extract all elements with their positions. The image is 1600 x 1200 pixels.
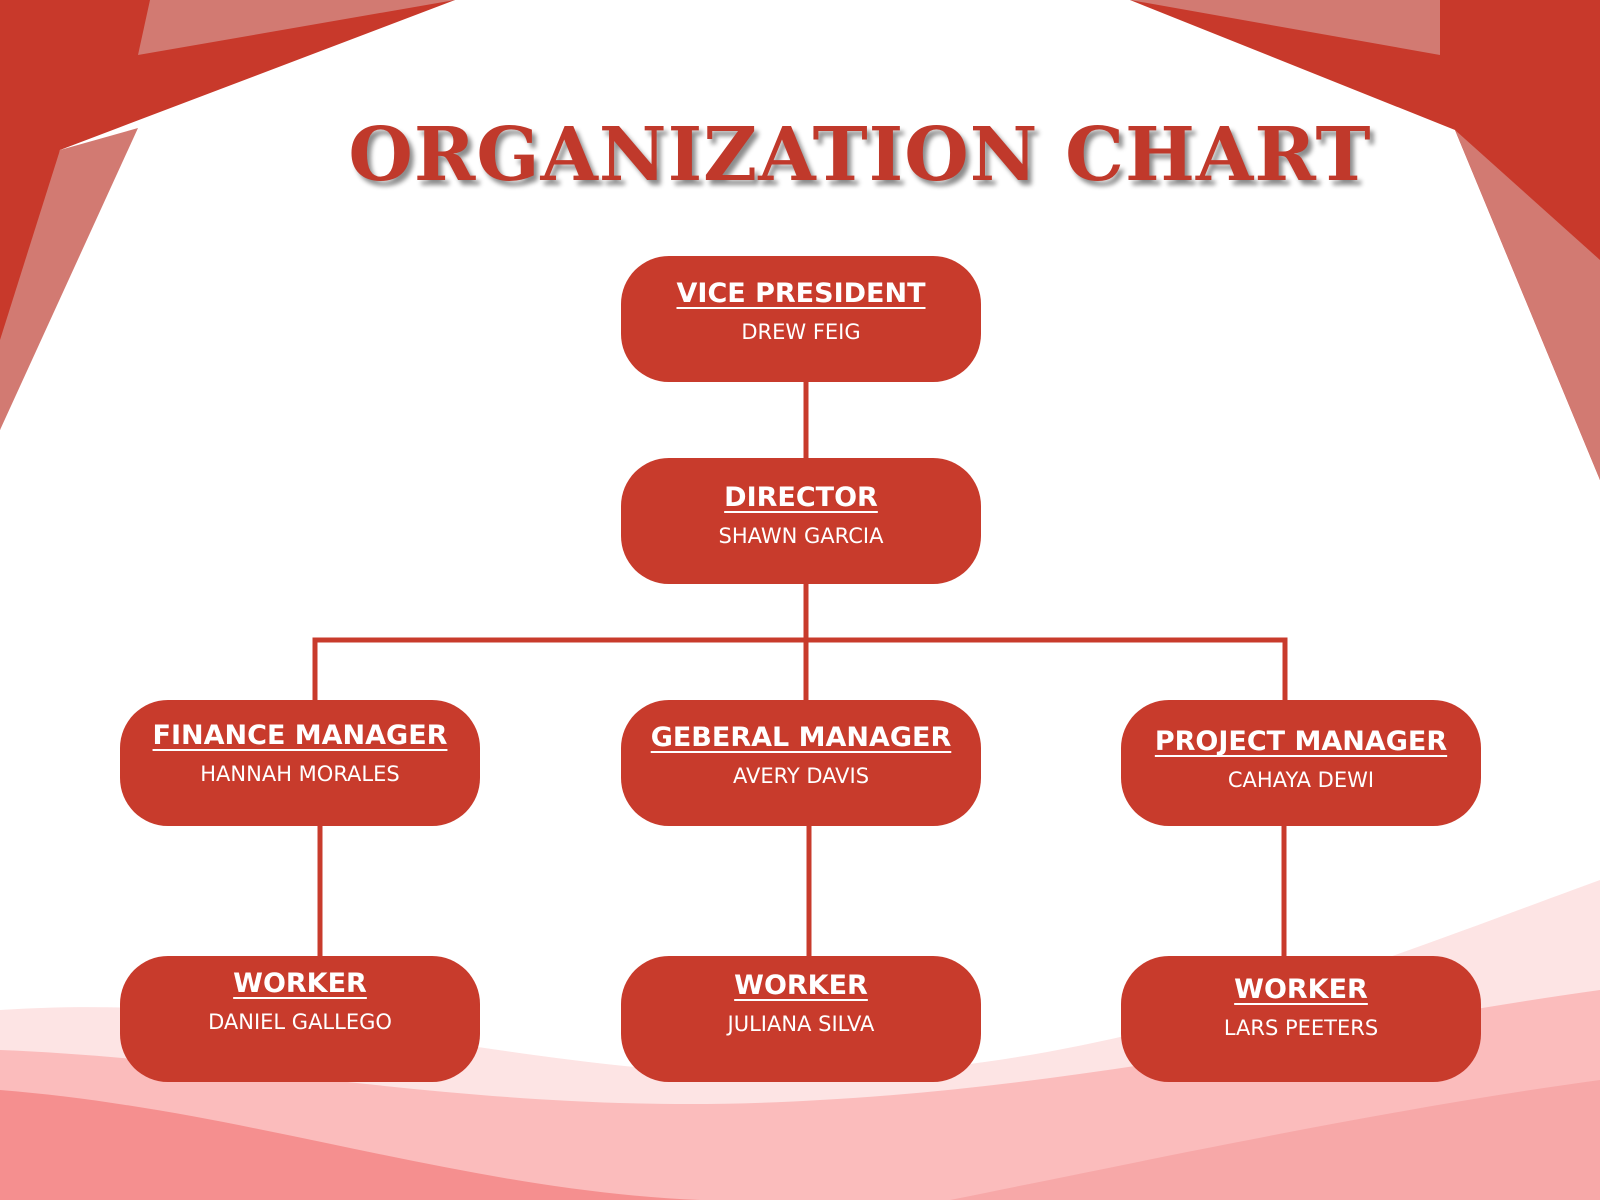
node-role: GEBERAL MANAGER	[650, 722, 952, 753]
node-role: WORKER	[1234, 974, 1368, 1005]
node-role: FINANCE MANAGER	[152, 720, 448, 751]
node-director: DIRECTOR SHAWN GARCIA	[621, 458, 981, 584]
corner-shape-top-right-light	[1130, 0, 1440, 55]
node-role: WORKER	[734, 970, 868, 1001]
node-person-name: SHAWN GARCIA	[718, 524, 884, 549]
node-role: DIRECTOR	[724, 482, 878, 513]
node-finance-manager: FINANCE MANAGER HANNAH MORALES	[120, 700, 480, 826]
node-person-name: AVERY DAVIS	[732, 764, 870, 789]
node-worker-finance: WORKER DANIEL GALLEGO	[120, 956, 480, 1082]
node-role: VICE PRESIDENT	[676, 278, 926, 309]
node-person-name: DREW FEIG	[741, 320, 861, 345]
page-title: ORGANIZATION CHART	[348, 112, 1372, 198]
corner-shape-top-left-light-2	[0, 128, 138, 430]
node-role: PROJECT MANAGER	[1154, 726, 1448, 757]
node-person-name: DANIEL GALLEGO	[208, 1010, 392, 1035]
node-role: WORKER	[233, 968, 367, 999]
corner-shape-top-right-light-2	[1455, 130, 1600, 480]
node-vice-president: VICE PRESIDENT DREW FEIG	[621, 256, 981, 382]
connector-branch-horizontal	[312, 637, 1288, 700]
corner-shape-top-left-dark	[0, 0, 455, 430]
node-project-manager: PROJECT MANAGER CAHAYA DEWI	[1121, 700, 1481, 826]
bottom-wave-strong	[0, 1090, 700, 1200]
node-person-name: CAHAYA DEWI	[1227, 768, 1375, 793]
bottom-wave-mid	[0, 990, 1600, 1200]
node-person-name: JULIANA SILVA	[727, 1012, 875, 1037]
corner-shape-top-left-light	[138, 0, 455, 55]
node-general-manager: GEBERAL MANAGER AVERY DAVIS	[621, 700, 981, 826]
node-person-name: HANNAH MORALES	[200, 762, 400, 787]
node-worker-project: WORKER LARS PEETERS	[1121, 956, 1481, 1082]
bottom-wave-right	[950, 1080, 1600, 1200]
node-worker-general: WORKER JULIANA SILVA	[621, 956, 981, 1082]
corner-shape-top-right-dark	[1130, 0, 1600, 480]
node-person-name: LARS PEETERS	[1223, 1016, 1379, 1041]
